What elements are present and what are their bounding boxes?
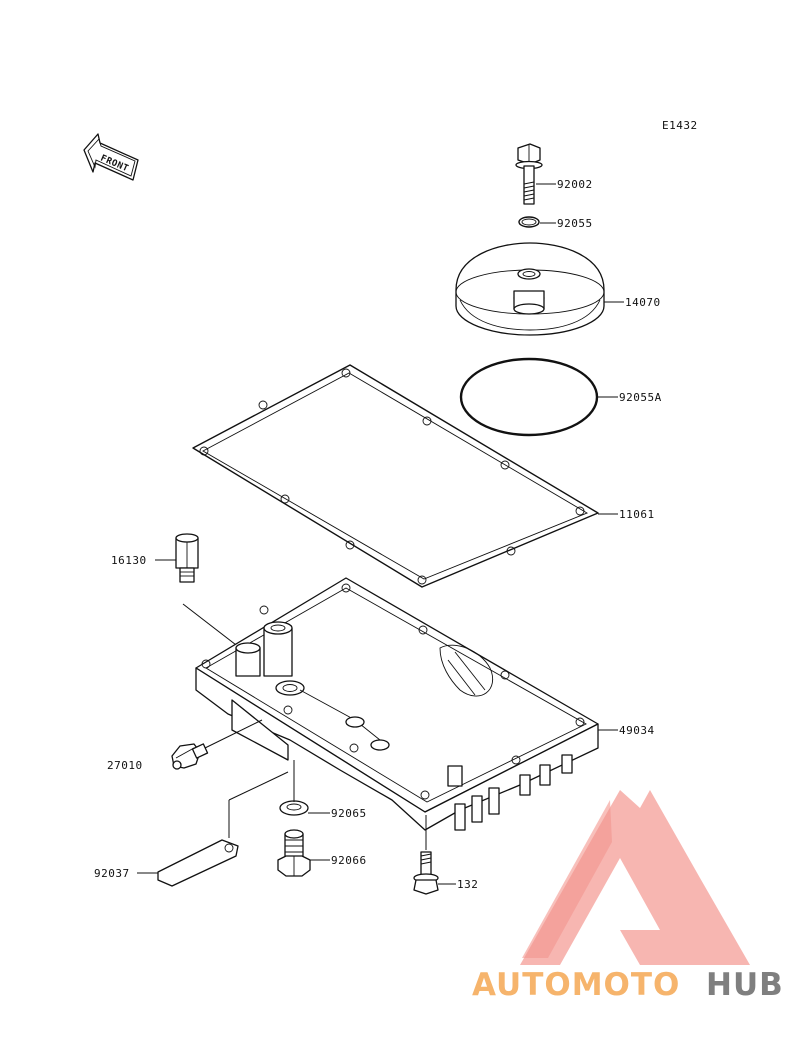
watermark-word-2: HUB xyxy=(706,967,784,1003)
o-ring-large-icon xyxy=(459,357,599,437)
bolt-92002-icon xyxy=(515,143,543,205)
label-92055: 92055 xyxy=(557,217,593,230)
label-92055A: 92055A xyxy=(619,391,662,404)
watermark-word-1: AUTOMOTO xyxy=(472,967,680,1003)
washer-92065-icon xyxy=(279,800,309,816)
automotohub-logo-icon xyxy=(520,790,750,965)
label-132: 132 xyxy=(457,878,478,891)
label-14070: 14070 xyxy=(625,296,661,309)
drain-plug-icon xyxy=(277,829,311,877)
label-92065: 92065 xyxy=(331,807,367,820)
diagram-code: E1432 xyxy=(662,119,698,132)
label-16130: 16130 xyxy=(111,554,147,567)
front-arrow-icon: FRONT xyxy=(83,133,139,181)
label-49034: 49034 xyxy=(619,724,655,737)
label-27010: 27010 xyxy=(107,759,143,772)
label-92066: 92066 xyxy=(331,854,367,867)
oil-pan-icon xyxy=(195,577,599,831)
pan-bolt-132-icon xyxy=(413,851,439,895)
label-11061: 11061 xyxy=(619,508,655,521)
fitting-16130-icon xyxy=(175,533,199,583)
label-92037: 92037 xyxy=(94,867,130,880)
pan-gasket-icon xyxy=(192,364,599,588)
clamp-92037-icon xyxy=(157,839,239,887)
oil-pressure-switch-icon xyxy=(171,743,209,770)
filter-cover-icon xyxy=(455,242,605,336)
o-ring-small-icon xyxy=(518,216,540,228)
label-92002: 92002 xyxy=(557,178,593,191)
